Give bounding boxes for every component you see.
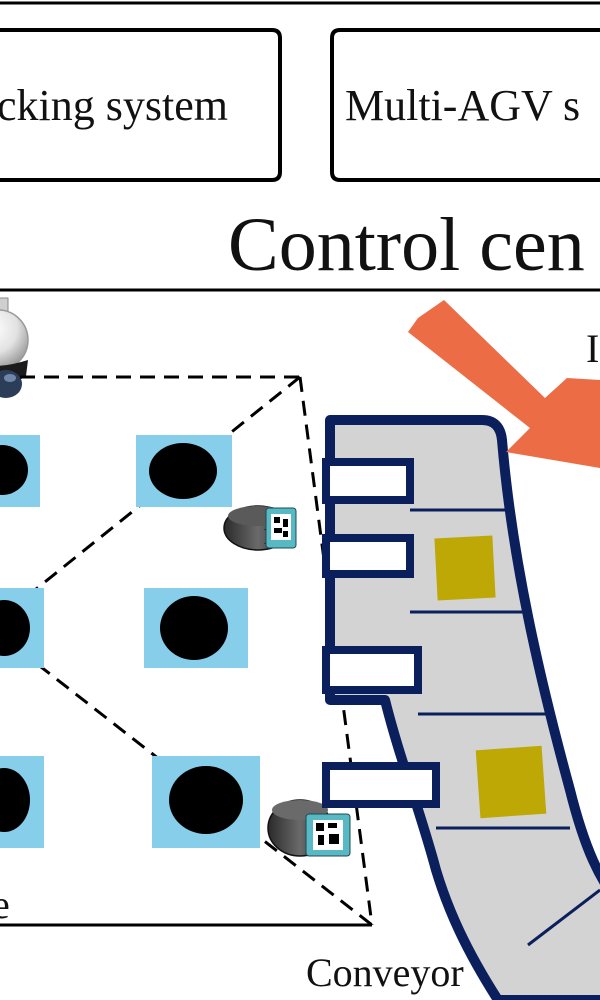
package-box bbox=[475, 745, 547, 819]
grid-cell bbox=[0, 756, 44, 848]
grid-cell bbox=[144, 588, 248, 668]
conveyor-label: Conveyor bbox=[306, 950, 464, 995]
module-label-tracking: cking system bbox=[0, 81, 228, 130]
module-box-multi-agv: Multi-AGV s bbox=[330, 28, 600, 182]
orange-arrow-icon bbox=[408, 300, 600, 468]
grid-cell bbox=[0, 588, 44, 668]
module-box-tracking: cking system bbox=[0, 28, 282, 182]
conveyor bbox=[322, 415, 600, 1000]
edge-label-left: e bbox=[0, 882, 10, 927]
grid-cell bbox=[152, 756, 260, 848]
fiducial-tag-icon bbox=[305, 813, 351, 857]
control-center-label: Control cen bbox=[228, 203, 585, 287]
grid-cell bbox=[136, 435, 232, 507]
module-label-multi-agv: Multi-AGV s bbox=[345, 81, 580, 130]
agv-robot bbox=[267, 799, 351, 857]
agv-robot: 1 bbox=[223, 505, 297, 551]
ceiling-camera-icon bbox=[0, 297, 29, 398]
grid-cell bbox=[0, 435, 40, 507]
package-box bbox=[434, 535, 496, 601]
fiducial-tag-icon bbox=[265, 507, 297, 549]
floor-grid bbox=[0, 435, 260, 848]
edge-label-right-top: I bbox=[586, 326, 599, 371]
